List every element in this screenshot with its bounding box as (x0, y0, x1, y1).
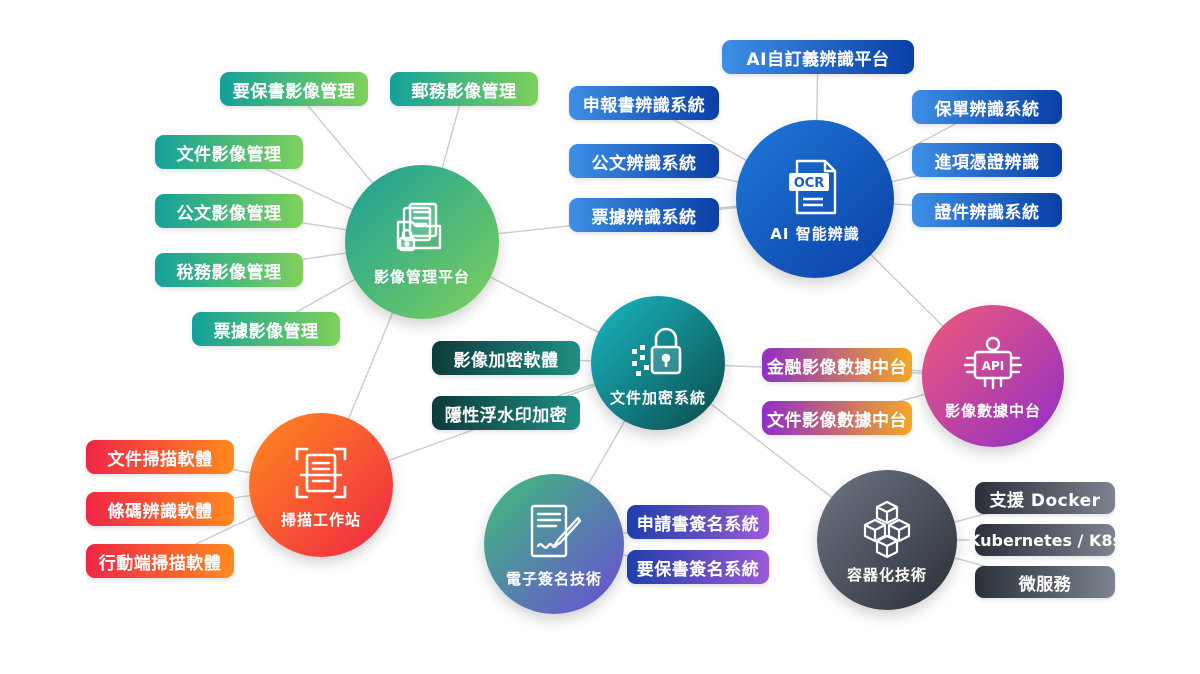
pill-declaration-recognition: 申報書辨識系統 (569, 86, 719, 120)
hub-ai-recognition: OCR AI 智能辨識 (736, 120, 894, 278)
hub-label: 文件加密系統 (609, 388, 706, 407)
pill-barcode-recognition-software: 條碼辨識軟體 (86, 492, 234, 526)
pill-tax-imaging: 稅務影像管理 (155, 253, 303, 287)
pill-policy-recognition: 保單辨識系統 (912, 90, 1062, 124)
pill-input-voucher-recognition: 進項憑證辨識 (912, 143, 1062, 177)
hub-encryption: 文件加密系統 (591, 296, 725, 430)
hub-scan-station: 掃描工作站 (249, 413, 393, 557)
ocr-document-icon: OCR (789, 159, 837, 214)
hub-e-signature: 電子簽名技術 (484, 474, 624, 614)
pill-insurance-application-imaging: 要保書影像管理 (220, 72, 368, 106)
hub-label: 掃描工作站 (280, 510, 361, 529)
pill-ai-custom-recognition-platform: AI自訂義辨識平台 (722, 40, 914, 74)
pill-official-doc-recognition: 公文辨識系統 (569, 144, 719, 178)
pill-official-doc-imaging: 公文影像管理 (155, 194, 303, 228)
hub-data-center: API 影像數據中台 (922, 305, 1064, 447)
pill-document-scan-software: 文件掃描軟體 (86, 440, 234, 474)
signature-document-icon (530, 504, 582, 557)
pill-microservices: 微服務 (975, 566, 1115, 598)
hub-label: 電子簽名技術 (505, 569, 602, 588)
api-chip-icon: API (963, 336, 1023, 389)
pill-bill-imaging: 票據影像管理 (192, 312, 340, 346)
pill-document-imaging: 文件影像管理 (155, 135, 303, 169)
folder-lock-icon (396, 202, 442, 251)
pill-bill-recognition: 票據辨識系統 (569, 198, 719, 232)
pill-document-data-center: 文件影像數據中台 (762, 401, 912, 435)
hub-containerization: 容器化技術 (817, 470, 957, 610)
pill-postal-imaging: 郵務影像管理 (390, 72, 538, 106)
hub-label: 影像管理平台 (373, 267, 470, 286)
svg-text:OCR: OCR (794, 176, 825, 191)
pill-mobile-scan-software: 行動端掃描軟體 (86, 544, 234, 578)
hub-label: AI 智能辨識 (770, 224, 860, 243)
pixel-lock-icon (632, 327, 682, 376)
svg-text:API: API (982, 359, 1005, 373)
pill-image-encryption-software: 影像加密軟體 (432, 341, 580, 375)
pill-application-signature: 申請書簽名系統 (627, 505, 769, 539)
cubes-icon (863, 500, 911, 558)
pill-financial-data-center: 金融影像數據中台 (762, 348, 912, 382)
hub-label: 影像數據中台 (944, 401, 1041, 420)
hub-image-platform: 影像管理平台 (345, 165, 499, 319)
pill-invisible-watermark: 隱性浮水印加密 (432, 396, 580, 430)
pill-insurance-signature: 要保書簽名系統 (627, 550, 769, 584)
scan-document-icon (295, 447, 347, 498)
pill-kubernetes: Kubernetes / K8s (968, 524, 1122, 556)
hub-label: 容器化技術 (846, 565, 927, 584)
pill-id-recognition: 證件辨識系統 (912, 193, 1062, 227)
pill-docker-support: 支援 Docker (975, 482, 1115, 514)
